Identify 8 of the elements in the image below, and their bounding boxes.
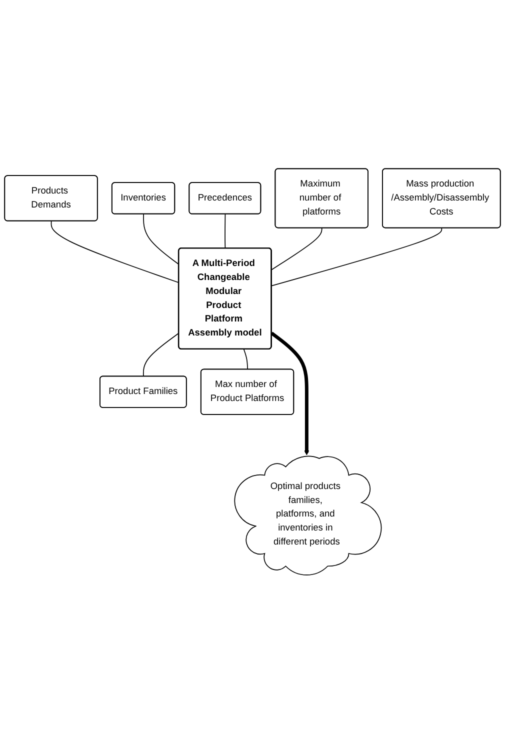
arrow [270,332,310,456]
connector [143,214,180,266]
connector [271,228,322,270]
connector [243,349,248,370]
connector [224,214,226,249]
connector [271,228,442,286]
connector [142,332,180,378]
connector [50,220,180,284]
